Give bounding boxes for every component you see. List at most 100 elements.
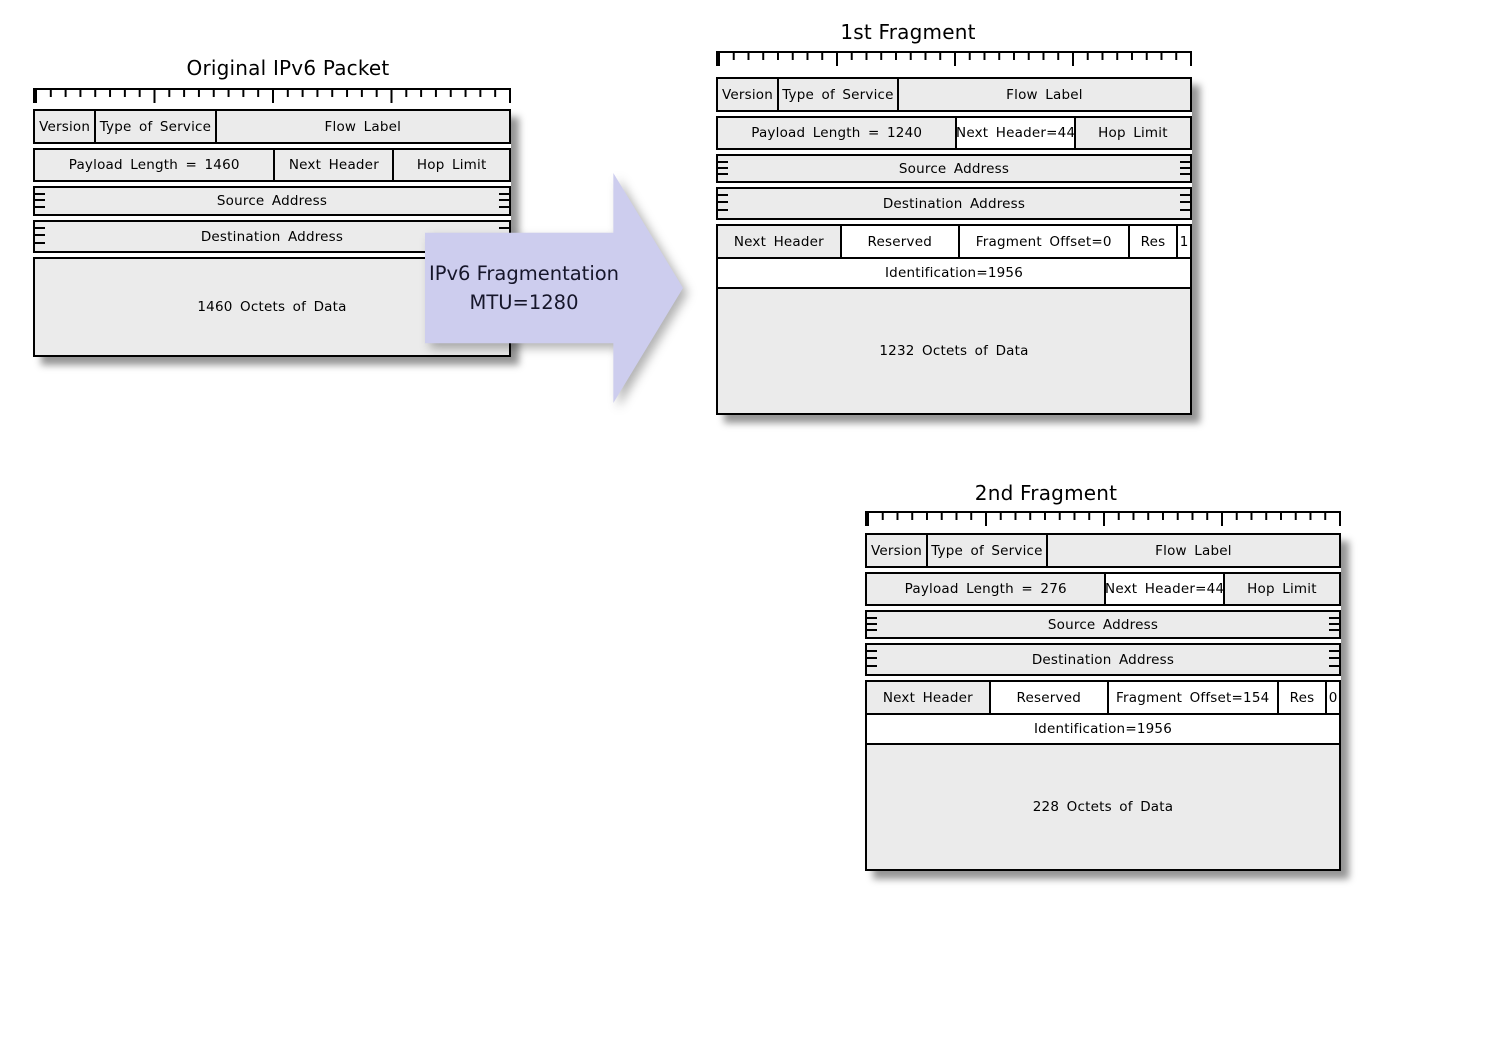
cell-type-of-service: Type of Service <box>94 111 214 142</box>
header-row-1: Version Type of Service Flow Label <box>716 77 1192 112</box>
cell-reserved: Reserved <box>839 226 958 257</box>
cell-payload-length: Payload Length = 276 <box>904 581 1067 597</box>
cell-type-of-service: Type of Service <box>777 79 897 110</box>
header-row-2: Payload Length = 276 Next Header=44 Hop … <box>865 572 1341 606</box>
cell-res: Res <box>1276 682 1326 713</box>
break-mark <box>1329 629 1339 631</box>
break-mark <box>35 199 45 202</box>
bit-ruler <box>865 511 1341 526</box>
fragment1-table: Version Type of Service Flow Label Paylo… <box>716 77 1192 415</box>
cell-version: Version <box>39 118 91 135</box>
destination-address-row: Destination Address <box>716 187 1192 220</box>
break-mark <box>718 166 728 169</box>
cell-fragment-next-header: Next Header <box>718 226 840 257</box>
bit-ruler <box>33 88 511 103</box>
fragment-header-block: Next Header Reserved Fragment Offset=0 R… <box>716 224 1192 415</box>
cell-destination-address: Destination Address <box>882 195 1026 212</box>
cell-flow-label: Flow Label <box>214 111 509 142</box>
source-address-row: Source Address <box>33 186 511 216</box>
cell-next-header: Next Header=44 <box>955 118 1075 148</box>
fragment-header-row: Next Header Reserved Fragment Offset=154… <box>867 682 1339 715</box>
break-mark <box>867 657 877 660</box>
cell-data: 228 Octets of Data <box>1032 799 1174 815</box>
identification-row: Identification=1956 <box>718 259 1190 289</box>
header-row-2: Payload Length = 1460 Next Header Hop Li… <box>33 148 511 182</box>
cell-hop-limit: Hop Limit <box>392 150 509 180</box>
fragment-header-row: Next Header Reserved Fragment Offset=0 R… <box>718 226 1190 259</box>
break-mark <box>718 201 728 204</box>
cell-version: Version <box>870 542 923 559</box>
data-row: 1232 Octets of Data <box>718 289 1190 413</box>
header-row-1: Version Type of Service Flow Label <box>33 109 511 144</box>
cell-destination-address: Destination Address <box>200 228 344 245</box>
break-mark <box>1329 657 1339 660</box>
cell-hop-limit: Hop Limit <box>1073 118 1190 148</box>
break-mark <box>1329 622 1339 625</box>
break-mark <box>1180 173 1190 175</box>
cell-data: 1460 Octets of Data <box>197 299 347 315</box>
cell-payload-length: Payload Length = 1460 <box>68 157 240 173</box>
bit-ruler <box>716 51 1192 66</box>
fragment-header-block: Next Header Reserved Fragment Offset=154… <box>865 680 1341 871</box>
cell-fragment-next-header: Next Header <box>867 682 989 713</box>
fragmentation-arrow <box>425 173 683 403</box>
break-mark <box>35 234 45 237</box>
break-mark <box>1180 160 1190 163</box>
identification-row: Identification=1956 <box>867 715 1339 745</box>
cell-flow-label: Flow Label <box>896 79 1190 110</box>
break-mark <box>718 208 728 211</box>
cell-next-header: Next Header <box>273 150 392 180</box>
break-mark <box>499 227 509 230</box>
cell-res: Res <box>1127 226 1177 257</box>
arrow-text-line2: MTU=1280 <box>469 291 579 314</box>
cell-hop-limit: Hop Limit <box>1222 574 1339 604</box>
header-row-1: Version Type of Service Flow Label <box>865 533 1341 568</box>
break-mark <box>35 227 45 230</box>
destination-address-row: Destination Address <box>865 643 1341 676</box>
fragment1-title: 1st Fragment <box>840 20 976 44</box>
cell-next-header: Next Header=44 <box>1104 574 1224 604</box>
break-mark <box>867 629 877 631</box>
cell-source-address: Source Address <box>216 193 328 209</box>
cell-reserved: Reserved <box>988 682 1107 713</box>
break-mark <box>1180 194 1190 197</box>
data-row: 228 Octets of Data <box>867 745 1339 869</box>
fragment2-title: 2nd Fragment <box>974 481 1118 505</box>
cell-version: Version <box>721 86 774 103</box>
break-mark <box>867 622 877 625</box>
original-packet-title: Original IPv6 Packet <box>186 56 390 80</box>
cell-identification: Identification=1956 <box>1034 721 1172 737</box>
break-mark <box>1329 664 1339 667</box>
source-address-row: Source Address <box>716 154 1192 183</box>
cell-type-of-service: Type of Service <box>926 535 1046 566</box>
cell-payload-length: Payload Length = 1240 <box>751 125 923 141</box>
cell-source-address: Source Address <box>898 160 1010 177</box>
break-mark <box>718 194 728 197</box>
break-mark <box>499 205 509 208</box>
break-mark <box>1180 201 1190 204</box>
header-row-2: Payload Length = 1240 Next Header=44 Hop… <box>716 116 1192 150</box>
break-mark <box>718 160 728 163</box>
cell-m-flag: 0 <box>1325 682 1339 713</box>
cell-fragment-offset: Fragment Offset=154 <box>1106 682 1277 713</box>
original-packet-table: Version Type of Service Flow Label Paylo… <box>33 109 511 357</box>
break-mark <box>1329 650 1339 653</box>
break-mark <box>1180 208 1190 211</box>
break-mark <box>35 192 45 195</box>
cell-destination-address: Destination Address <box>1031 651 1175 668</box>
cell-source-address: Source Address <box>1047 616 1159 633</box>
break-mark <box>867 616 877 619</box>
arrow-label: IPv6 Fragmentation MTU=1280 <box>425 233 623 343</box>
break-mark <box>499 192 509 195</box>
source-address-row: Source Address <box>865 610 1341 639</box>
cell-identification: Identification=1956 <box>885 265 1023 281</box>
arrow-text-line1: IPv6 Fragmentation <box>428 261 620 285</box>
break-mark <box>1180 166 1190 169</box>
fragment2-table: Version Type of Service Flow Label Paylo… <box>865 533 1341 871</box>
break-mark <box>35 241 45 244</box>
break-mark <box>35 205 45 208</box>
break-mark <box>718 173 728 175</box>
break-mark <box>1329 616 1339 619</box>
cell-flow-label: Flow Label <box>1045 535 1339 566</box>
